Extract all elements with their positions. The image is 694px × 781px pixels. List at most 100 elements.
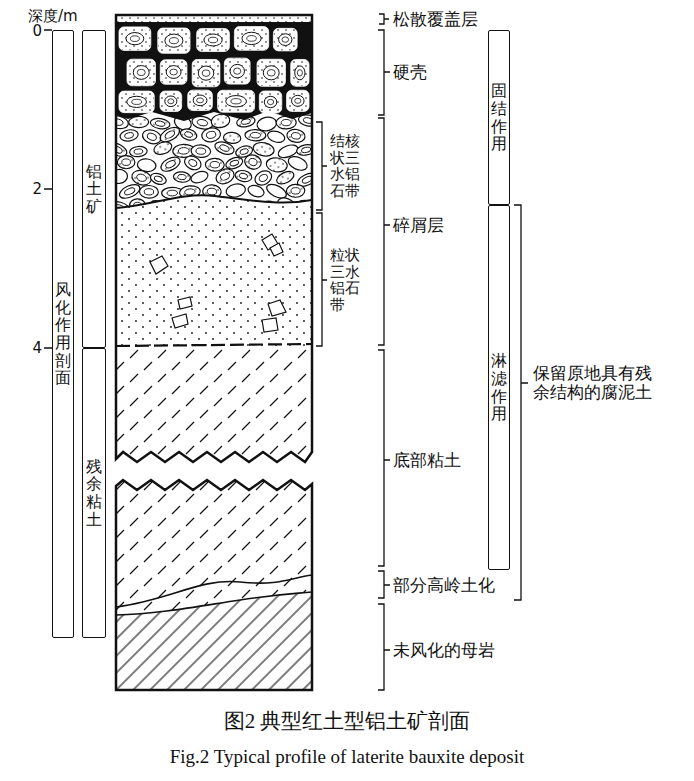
- nodule: [158, 124, 182, 144]
- bottom-clay: [116, 347, 312, 467]
- column-outline: [116, 480, 312, 690]
- nodule: [230, 64, 244, 78]
- caption-english: Fig.2 Typical profile of laterite bauxit…: [170, 747, 524, 768]
- nodule-core: [231, 99, 241, 104]
- bar-label: 固结作用: [491, 82, 507, 152]
- nodule: [189, 169, 209, 185]
- crust-block: [234, 27, 268, 51]
- layer-label: 2: [32, 181, 42, 198]
- nodule: [295, 66, 305, 80]
- nodule: [275, 169, 296, 187]
- nodule: [150, 117, 171, 130]
- crust-block: [197, 28, 230, 51]
- nodule: [149, 171, 168, 186]
- crust-block: [127, 59, 155, 86]
- nodule: [173, 171, 191, 183]
- nodule: [165, 96, 177, 107]
- nodule-core: [282, 37, 289, 42]
- bar-label: 风化作用剖面: [55, 281, 71, 387]
- nodule: [166, 66, 181, 79]
- nodule: [245, 129, 266, 141]
- nodule: [247, 183, 266, 198]
- figure-caption: 图2 典型红土型铝土矿剖面: [224, 710, 471, 733]
- nodule: [110, 169, 128, 185]
- nodule: [243, 153, 263, 171]
- nodule: [214, 166, 237, 187]
- nodule: [279, 34, 292, 46]
- nodule: [182, 153, 203, 172]
- nodule: [117, 182, 141, 201]
- crust-block: [192, 59, 220, 86]
- lower-column: [116, 478, 312, 692]
- nodule: [286, 154, 309, 173]
- nodule-core: [202, 70, 210, 77]
- hard-crust: [116, 22, 312, 121]
- nodule: [119, 128, 139, 142]
- nodule-core: [168, 99, 174, 104]
- nodule-core: [295, 98, 301, 103]
- zone-boundary: [116, 195, 312, 208]
- layer-label: 碎屑层: [393, 216, 444, 235]
- layer-label: 部分高岭土化: [393, 576, 495, 595]
- process-bar: 固结作用: [488, 30, 510, 205]
- nodule-core: [208, 37, 217, 43]
- bedrock-boundary: [116, 592, 312, 615]
- bar-label: 淋滤作用: [491, 352, 507, 422]
- layer-label: 0: [32, 23, 42, 40]
- nodule-core: [137, 69, 145, 75]
- nodule-core: [170, 69, 177, 75]
- nodule: [129, 116, 149, 127]
- layer-label: 底部粘土: [393, 451, 461, 470]
- nodule: [204, 34, 222, 46]
- layer-label: 4: [32, 340, 42, 357]
- nodule-core: [132, 99, 142, 104]
- layer-label: 松散覆盖层: [393, 10, 478, 29]
- layer-label: 粒状三水铝石带: [330, 247, 362, 313]
- crust-block: [259, 91, 281, 113]
- granular-zone: [116, 195, 312, 346]
- crust-block: [218, 90, 255, 112]
- crust-block: [273, 28, 297, 51]
- crust-block: [224, 58, 250, 84]
- nodule: [266, 129, 286, 144]
- crust-block: [287, 90, 309, 111]
- nodule: [292, 95, 305, 106]
- bar-label: 铝土矿: [86, 163, 102, 216]
- upper-column: [106, 15, 319, 467]
- nodule: [126, 33, 144, 45]
- nodule-core: [130, 36, 139, 42]
- nodule: [129, 146, 148, 158]
- nodule: [286, 184, 305, 197]
- nodule: [139, 185, 158, 198]
- crust-block: [158, 28, 190, 53]
- crust-blocks: [119, 27, 309, 113]
- layer-label: 结核状三水铝石带: [330, 133, 362, 199]
- bottom-clay: [116, 478, 312, 692]
- nodule-core: [297, 70, 302, 76]
- crust-block: [160, 60, 187, 85]
- bedrock: [116, 592, 312, 690]
- nodule-zone: [116, 108, 312, 212]
- nodule: [198, 66, 214, 80]
- layer-label: 未风化的母岩: [393, 641, 495, 660]
- crust-block: [257, 59, 285, 86]
- nodule-core: [169, 38, 178, 44]
- cover-boundary: [116, 22, 312, 23]
- process-bar: 铝土矿: [82, 30, 106, 348]
- nodule: [159, 154, 183, 174]
- nodule: [263, 66, 279, 80]
- brackets: [44, 14, 528, 690]
- nodule: [152, 140, 173, 157]
- nodule: [213, 140, 236, 157]
- process-bar: 淋滤作用: [488, 205, 510, 570]
- process-bar: 残余粘土: [82, 348, 106, 638]
- crust-block: [188, 90, 213, 110]
- crust-block: [160, 91, 182, 111]
- layer-label: 硬壳: [393, 63, 427, 82]
- bar-label: 残余粘土: [86, 458, 102, 528]
- kaolin-boundary: [116, 575, 312, 607]
- nodule: [205, 158, 224, 171]
- nodule: [226, 96, 247, 107]
- clay-boundary: [116, 344, 312, 346]
- nodule: [265, 156, 288, 173]
